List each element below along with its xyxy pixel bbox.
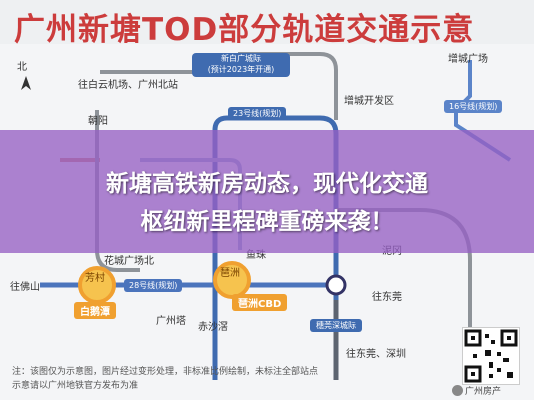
wechat-icon [452,385,463,396]
station-zengcheng-square: 增城广场 [448,52,488,65]
station-chaoyang: 朝阳 [88,115,108,127]
station-pazhou: 琶洲 [220,267,240,279]
shenzhen-link-badge: 穗莞深城际 [310,319,362,332]
banner-headline-1: 新塘高铁新房动态，现代化交通 [106,171,428,197]
line-28-badge: 28号线(规划) [124,279,183,292]
station-huadu: 花城广场北 [104,254,154,267]
station-shenzhen: 往东莞、深圳 [346,347,406,360]
hub-badge-sub: (预计2023年开通) [207,65,275,74]
footnote-2: 示意请以广州地铁官方发布为准 [12,381,139,391]
hub-badge-name: 新白广城际 [221,54,261,63]
station-pazhou-cbd-badge: 琶洲CBD [232,294,288,311]
header: 广州新塘TOD部分轨道交通示意 [0,0,534,48]
line-23-badge: 23号线(规划) [228,107,287,120]
compass-label: 北 [17,61,27,73]
station-xintang-circle [325,274,347,296]
station-to-foshan: 往佛山 [10,280,40,293]
station-to-dongguan: 往东莞 [372,290,402,303]
station-zengcheng-dev: 增城开发区 [344,94,394,107]
station-fangcun: 芳村 [85,271,105,284]
qr-caption: 广州房产 [452,384,501,397]
promo-banner [0,130,534,253]
line-16-badge: 16号线(规划) [444,100,503,113]
hub-badge: 新白广城际 (预计2023年开通) [192,53,290,77]
compass-icon [21,76,31,90]
qr-caption-text: 广州房产 [465,387,502,397]
station-baietan-badge: 白鹅潭 [74,302,116,319]
page-title: 广州新塘TOD部分轨道交通示意 [14,12,475,48]
footnote-1: 注：该图仅为示意图，图片经过变形处理，非标准比例绘制，未标注全部站点 [12,367,319,377]
station-to-airport: 往白云机场、广州北站 [78,78,178,91]
banner-headline-2: 枢纽新里程碑重磅来袭！ [140,209,394,235]
qr-code [462,327,520,385]
station-guangzhou-tower: 广州塔 [156,314,186,327]
station-chishagang: 赤沙滘 [198,321,228,333]
qr-code-icon [464,329,518,383]
